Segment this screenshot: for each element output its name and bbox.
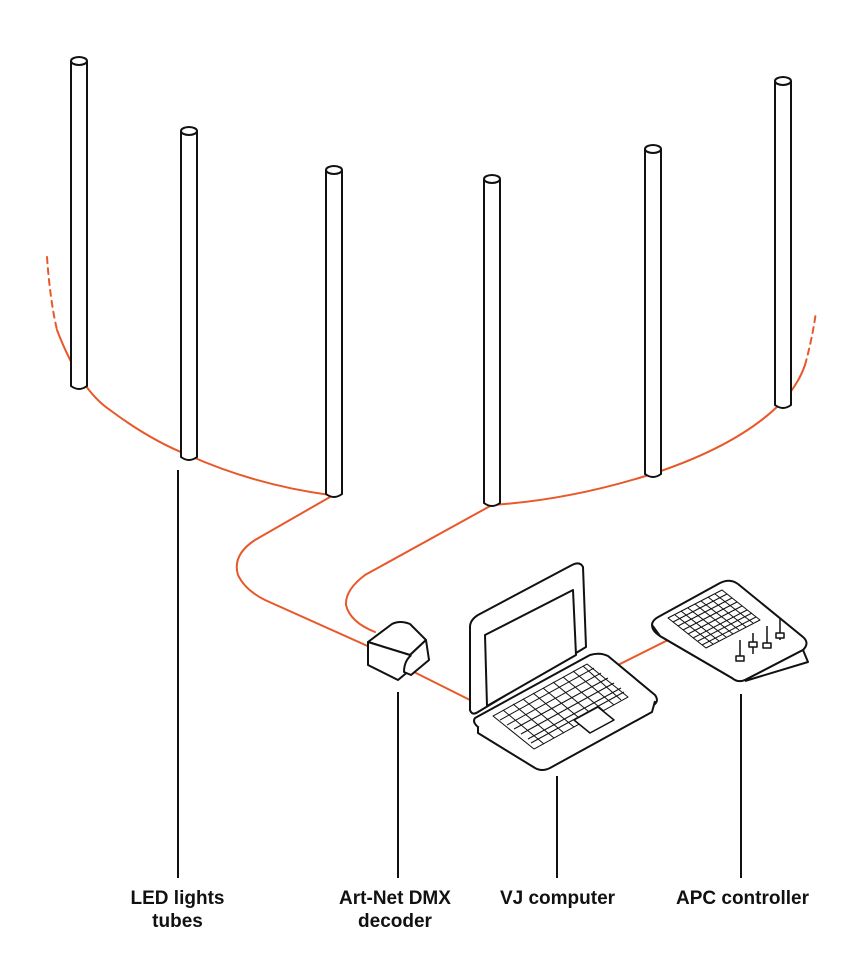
leader-lines bbox=[177, 470, 742, 878]
label-vj-line1: VJ computer bbox=[499, 888, 616, 909]
laptop-screen bbox=[484, 589, 577, 707]
led-tube-4 bbox=[483, 174, 501, 507]
label-apc-controller: APC controller bbox=[660, 887, 825, 910]
cable-left-dashed-end bbox=[46, 256, 58, 331]
label-apc-line1: APC controller bbox=[675, 888, 810, 909]
led-tube-6 bbox=[774, 76, 792, 409]
cable-tube3-to-decoder bbox=[235, 496, 373, 649]
controller-faders bbox=[735, 619, 785, 662]
label-led-lights-tubes: LED lights tubes bbox=[110, 887, 245, 933]
led-tubes bbox=[70, 56, 792, 507]
cable-decoder-to-laptop bbox=[409, 669, 471, 701]
laptop-keyboard bbox=[492, 663, 629, 750]
cable-right-dashed-end bbox=[804, 311, 817, 366]
label-artnet-dmx-decoder: Art-Net DMX decoder bbox=[320, 887, 470, 933]
cable-tube4-to-decoder bbox=[344, 504, 493, 633]
apc-controller bbox=[651, 579, 809, 683]
label-dmx-line1: Art-Net DMX bbox=[339, 888, 451, 909]
label-vj-computer: VJ computer bbox=[490, 887, 625, 910]
cable-laptop-to-controller bbox=[611, 639, 669, 669]
controller-side bbox=[651, 624, 809, 683]
label-dmx-line2: decoder bbox=[358, 911, 432, 932]
label-led-line1: LED lights bbox=[130, 888, 225, 909]
controller-pad-grid bbox=[667, 589, 761, 649]
led-tube-5 bbox=[644, 144, 662, 478]
laptop-trackpad bbox=[573, 706, 615, 734]
led-tube-1 bbox=[70, 56, 88, 390]
led-tube-2 bbox=[180, 126, 198, 461]
led-tube-3 bbox=[325, 165, 343, 498]
artnet-dmx-decoder bbox=[367, 621, 430, 681]
label-led-line2: tubes bbox=[152, 911, 203, 932]
vj-laptop bbox=[469, 562, 658, 771]
